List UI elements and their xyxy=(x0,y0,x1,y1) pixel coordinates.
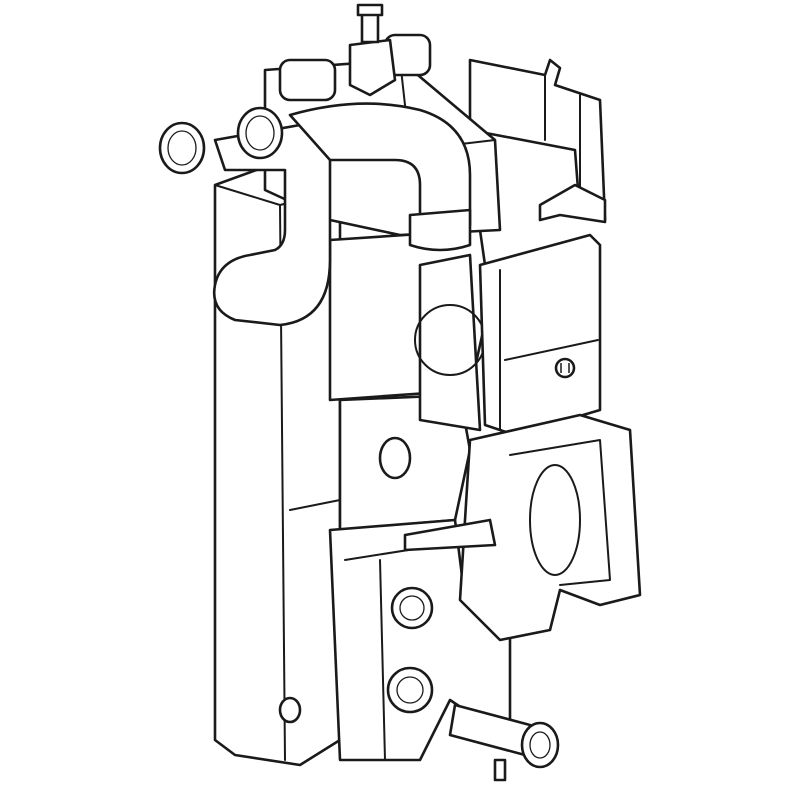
top-valve xyxy=(278,3,432,102)
pipe-fitting-left xyxy=(158,121,206,175)
drain-valve xyxy=(448,703,560,782)
pump-logo-icon xyxy=(554,357,576,379)
mixer-housing xyxy=(403,413,642,642)
plugs xyxy=(278,586,434,724)
mounting-bracket xyxy=(468,58,607,224)
circulation-pump xyxy=(414,233,602,437)
pipe-assembly xyxy=(158,102,472,480)
pipe-fitting-right xyxy=(236,106,284,160)
